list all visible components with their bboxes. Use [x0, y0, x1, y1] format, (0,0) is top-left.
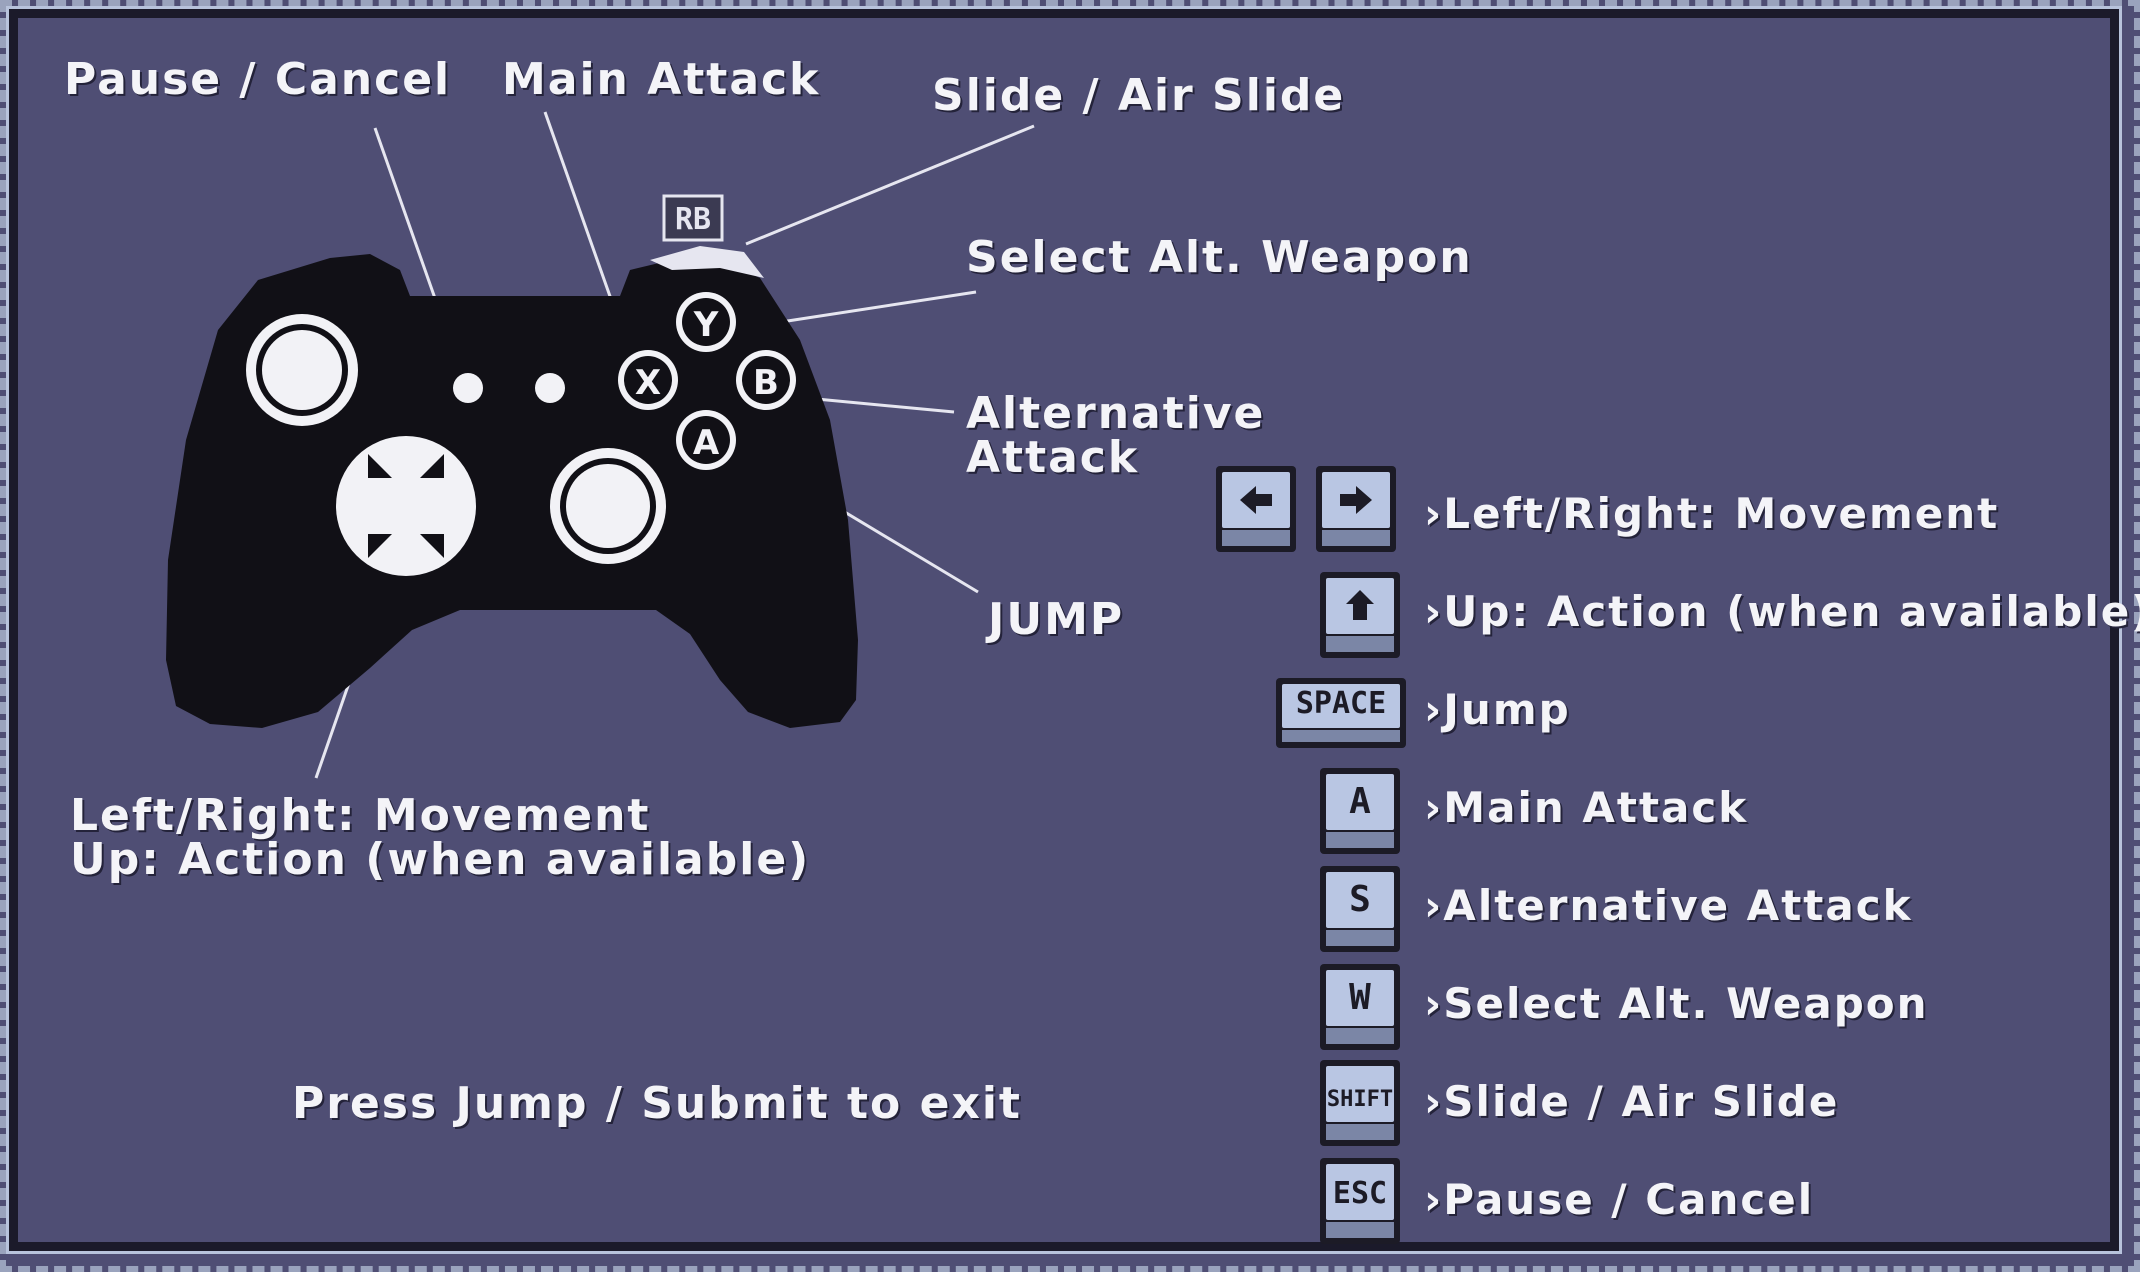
- kb-desc-slide: ›Slide / Air Slide: [1424, 1077, 1840, 1126]
- a-key: A: [1320, 768, 1400, 854]
- label-movement-line1: Left/Right: Movement: [70, 790, 651, 841]
- back-button-icon: [453, 373, 483, 403]
- esc-key: ESC: [1320, 1158, 1400, 1244]
- kb-desc-action: ›Up: Action (when available): [1424, 587, 2140, 636]
- rb-badge: [662, 194, 724, 242]
- kb-desc-pause: ›Pause / Cancel: [1424, 1175, 1815, 1224]
- kb-desc-jump: ›Jump: [1424, 685, 1571, 734]
- w-key: W: [1320, 964, 1400, 1050]
- label-pause-cancel: Pause / Cancel: [64, 54, 452, 105]
- up-arrow-icon: [1346, 590, 1374, 620]
- leader-select-weapon: [767, 290, 977, 326]
- leader-slide: [745, 124, 1035, 246]
- label-alt-attack-line1: Alternative: [966, 388, 1266, 439]
- right-arrow-icon: [1340, 486, 1372, 514]
- rb-label: RB: [675, 202, 711, 237]
- label-alt-attack-line2: Attack: [966, 432, 1140, 483]
- label-jump: JUMP: [988, 594, 1125, 645]
- label-movement-line2: Up: Action (when available): [70, 834, 811, 885]
- left-arrow-icon: [1240, 486, 1272, 514]
- svg-text:Y: Y: [693, 305, 719, 345]
- kb-desc-main-attack: ›Main Attack: [1424, 783, 1749, 832]
- up-arrow-key: [1320, 572, 1400, 658]
- svg-text:A: A: [693, 423, 720, 463]
- svg-text:B: B: [753, 363, 779, 403]
- face-button-a: A: [676, 410, 736, 470]
- inner-frame-border: [6, 6, 2122, 1254]
- exit-hint: Press Jump / Submit to exit: [292, 1078, 1022, 1129]
- shift-key: SHIFT: [1320, 1060, 1400, 1146]
- label-select-weapon: Select Alt. Weapon: [966, 232, 1473, 283]
- label-slide: Slide / Air Slide: [932, 70, 1346, 121]
- leader-alt-attack: [805, 396, 955, 414]
- kb-desc-select-weapon: ›Select Alt. Weapon: [1424, 979, 1929, 1028]
- right-stick-top: [566, 464, 650, 548]
- left-stick-top: [262, 330, 342, 410]
- start-button-icon: [535, 373, 565, 403]
- face-button-x: X: [618, 350, 678, 410]
- svg-text:X: X: [635, 363, 661, 403]
- right-arrow-key: [1316, 466, 1396, 552]
- space-key: SPACE: [1276, 678, 1406, 748]
- s-key: S: [1320, 866, 1400, 952]
- kb-desc-movement: ›Left/Right: Movement: [1424, 489, 2000, 538]
- label-main-attack: Main Attack: [502, 54, 821, 105]
- left-arrow-key: [1216, 466, 1296, 552]
- face-button-y: Y: [676, 292, 736, 352]
- kb-desc-alt-attack: ›Alternative Attack: [1424, 881, 1913, 930]
- face-button-b: B: [736, 350, 796, 410]
- rb-bumper: [650, 246, 764, 278]
